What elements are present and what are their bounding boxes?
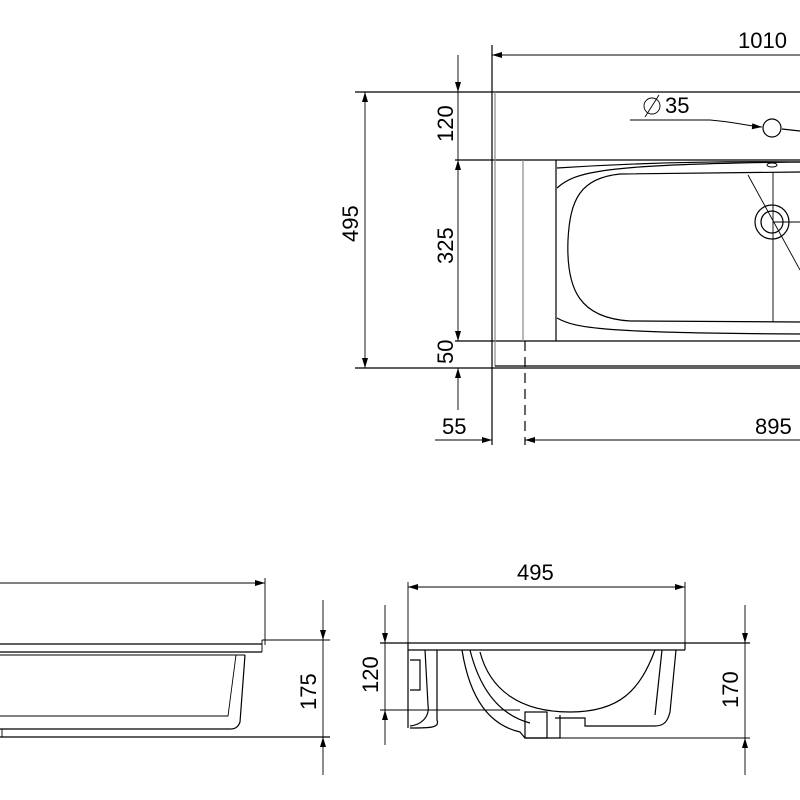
dim-tap-hole: 35: [665, 93, 689, 118]
dim-170: 170: [718, 671, 743, 708]
drain-pipe: [524, 711, 548, 739]
bowl-inner-curve: [469, 649, 531, 724]
drain-leader: [747, 174, 800, 271]
bowl-inner-outline: [567, 171, 800, 323]
right-support-inner: [654, 649, 663, 716]
left-support-outer: [409, 650, 439, 729]
dim-495: 495: [338, 205, 363, 242]
drain-inner-icon: [760, 210, 784, 234]
diameter-label: 35: [643, 93, 689, 118]
top-view: 1010 495 120 325 50 55 895 35: [338, 28, 800, 445]
drain-outer-icon: [754, 204, 790, 240]
body-outline: [0, 654, 246, 730]
bowl-rim-curve: [556, 161, 800, 189]
dim-495-front: 495: [517, 560, 554, 585]
bowl-back-curve: [461, 649, 561, 739]
right-support: [555, 649, 677, 727]
tap-hole-icon: [762, 118, 782, 138]
dim-1010: 1010: [738, 28, 787, 53]
diameter-icon: [643, 97, 661, 115]
dim-55: 55: [442, 414, 466, 439]
dim-895: 895: [755, 414, 792, 439]
dim-175: 175: [296, 673, 321, 710]
dim-325: 325: [433, 227, 458, 264]
dim-50: 50: [433, 340, 458, 364]
bowl-rim-front: [556, 317, 800, 335]
bowl-front-curve: [479, 649, 656, 713]
left-support: [409, 649, 429, 727]
tap-hole-leader: [630, 119, 763, 130]
side-view: 175: [0, 578, 330, 775]
body-inner-outline: [0, 654, 237, 717]
overflow-icon: [766, 162, 778, 168]
bracket: [410, 659, 421, 691]
dim-120: 120: [433, 105, 458, 142]
tap-hole-leader-end: [781, 128, 800, 132]
dim-120-front: 120: [358, 656, 383, 693]
front-view: 495 120 170: [358, 560, 750, 775]
